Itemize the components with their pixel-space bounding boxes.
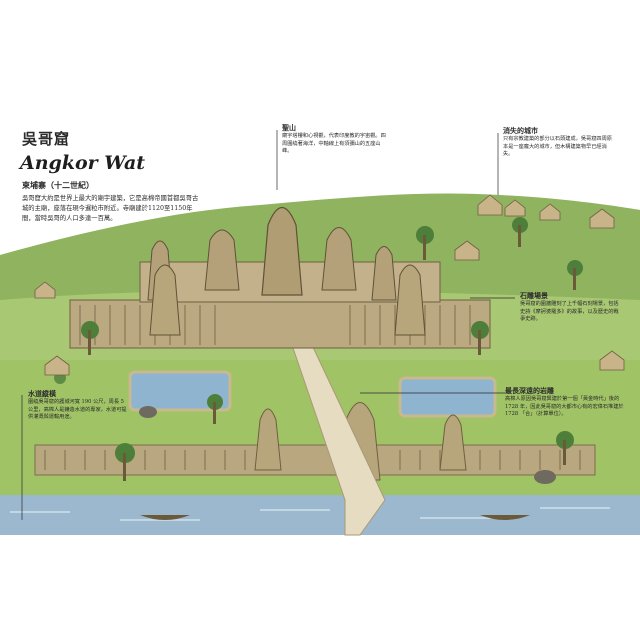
gate-tower-left <box>254 408 282 471</box>
callout-moat: 水道縱橫 圍繞吳哥窟的護城河寬 190 公尺，周長 5 公里，高棉人是鐘造水道的… <box>28 389 128 422</box>
callout-body: 圍繞吳哥窟的護城河寬 190 公尺，周長 5 公里，高棉人是鐘造水道的專家，水道… <box>28 398 127 421</box>
elephant-left <box>139 406 157 418</box>
tower-central <box>261 206 303 296</box>
temple-base-gallery <box>69 299 491 349</box>
moat-ripples <box>10 507 610 521</box>
village-huts <box>34 194 625 376</box>
callout-body: 廟宇塔樓和心視觀，代表印度教的宇宙觀。四周圍繞著海洋，中軸線上有須彌山的五座山峰… <box>282 132 386 155</box>
elephant-right <box>534 470 556 484</box>
tower-front-left <box>149 264 181 336</box>
script-title: Angkor Wat <box>20 152 146 174</box>
callout-leader-lines <box>21 130 515 520</box>
callout-heading: 消失的城市 <box>503 126 538 135</box>
tower-front-right <box>394 264 426 336</box>
palm-trees <box>54 217 583 481</box>
moat <box>0 495 640 535</box>
callout-causeway: 最長深遠的岩雕 高棉人原因吳哥窟興建於第一個「黃金時代」後的 1728 年，因此… <box>505 386 627 419</box>
boat-right <box>480 515 530 520</box>
callout-lost-city: 消失的城市 只有宗教建築的部分以石頭建成，吳哥窟四周原本是一座龐大的城市，但木構… <box>503 126 613 159</box>
callout-central-tower: 聖山 廟宇塔樓和心視觀，代表印度教的宇宙觀。四周圍繞著海洋，中軸線上有須彌山的五… <box>282 123 390 156</box>
callout-body: 吳哥窟的圍牆雕刻了上千幅石刻場景，包括史詩《摩訶婆羅多》的故事，以及歷史的戰爭史… <box>520 300 619 323</box>
left-pond <box>128 370 232 412</box>
callout-heading: 聖山 <box>282 123 296 132</box>
right-pond <box>398 376 497 418</box>
callout-heading: 水道縱橫 <box>28 389 56 398</box>
callout-heading: 最長深遠的岩雕 <box>505 386 554 395</box>
tower-right <box>321 227 357 291</box>
boat-left <box>140 515 190 520</box>
tower-left <box>204 229 240 291</box>
callout-heading: 石雕場景 <box>520 291 548 300</box>
tower-far-right <box>371 246 397 301</box>
gate-tower-right <box>439 414 467 471</box>
page-title: 吳哥窟 <box>22 130 71 148</box>
callout-body: 高棉人原因吳哥窟興建於第一個「黃金時代」後的 1728 年，因此吳哥窟的大都市心… <box>505 395 624 418</box>
callout-reliefs: 石雕場景 吳哥窟的圍牆雕刻了上千幅石刻場景，包括史詩《摩訶婆羅多》的故事，以及歷… <box>520 291 622 324</box>
page-subtitle: 柬埔寨（十二世紀） <box>22 180 94 190</box>
intro-paragraph: 吳哥窟大約是世界上最大的廟宇建築，它是高棉帝國首都吳哥古城的主廟，座落在現今暹粒… <box>22 195 199 223</box>
callout-body: 只有宗教建築的部分以石頭建成，吳哥窟四周原本是一座龐大的城市，但木構建築物早已經… <box>503 135 612 158</box>
